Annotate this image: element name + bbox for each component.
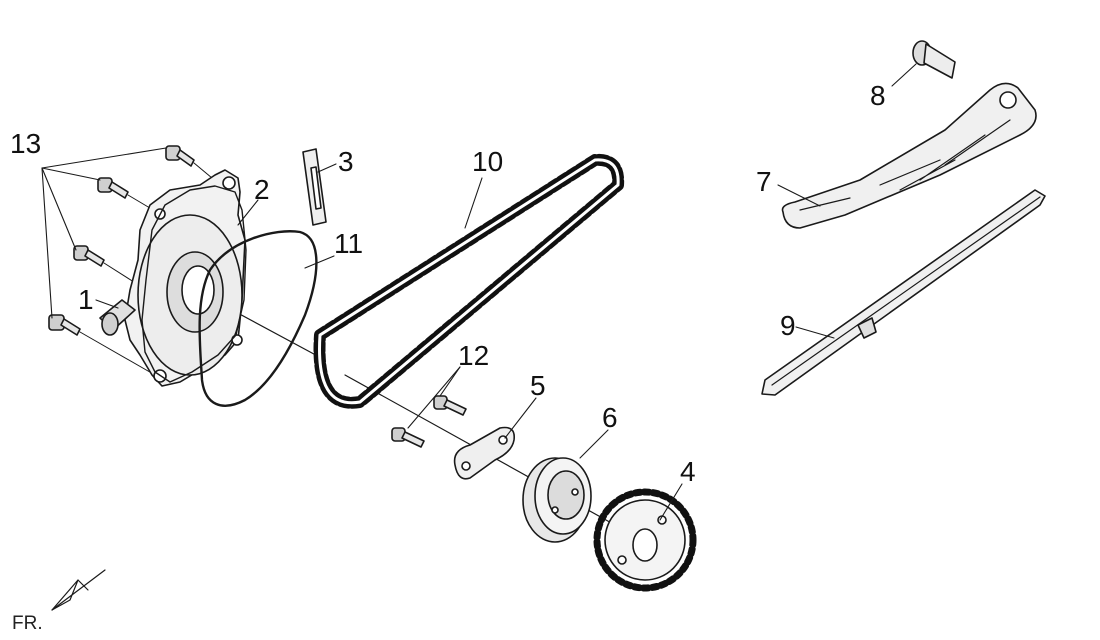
leader-3	[317, 163, 337, 173]
leader-8	[891, 63, 917, 87]
tensioner-arm-7	[781, 82, 1037, 229]
leader-13-a	[41, 147, 167, 169]
drive-chain-10	[313, 153, 625, 409]
o-ring-11	[198, 230, 318, 407]
bolt-13d	[48, 314, 81, 336]
callout-12: 12	[458, 340, 490, 371]
cam-sprocket-4	[593, 488, 697, 592]
callout-8: 8	[870, 80, 886, 111]
leader-9	[795, 326, 835, 339]
leader-13-b	[41, 167, 101, 181]
leader-2	[237, 199, 259, 226]
front-direction-arrow-icon	[51, 569, 106, 611]
bolt-12a	[433, 395, 467, 416]
leader-13-d	[41, 167, 53, 319]
leader-10	[464, 177, 483, 229]
bolt-axis-13a	[193, 162, 213, 179]
callout-4: 4	[680, 456, 696, 487]
callout-10: 10	[472, 146, 504, 177]
leader-12-a	[407, 366, 461, 429]
guide-rail-9	[761, 189, 1046, 396]
leader-11	[304, 255, 335, 269]
callout-13: 13	[10, 128, 42, 159]
gasket-2	[141, 185, 247, 383]
callout-9: 9	[780, 310, 796, 341]
bolt-13b	[97, 177, 129, 199]
callout-5: 5	[530, 370, 546, 401]
retainer-plate-5	[453, 426, 516, 480]
callout-1: 1	[78, 284, 94, 315]
front-direction-label: FR.	[12, 613, 43, 634]
callout-2: 2	[254, 174, 270, 205]
bolt-13a	[165, 145, 195, 167]
callout-7: 7	[756, 166, 772, 197]
bolt-12b	[391, 427, 425, 448]
shim-plate-3	[302, 148, 327, 226]
leader-12-b	[439, 366, 461, 397]
leader-13-c	[41, 167, 77, 251]
leader-1	[95, 299, 119, 309]
callout-11: 11	[334, 228, 364, 259]
pivot-bolt-8	[912, 40, 956, 79]
leader-5	[504, 397, 537, 439]
callout-3: 3	[338, 146, 354, 177]
leader-6	[579, 429, 609, 459]
housing-cover-1	[99, 169, 246, 387]
bolt-13c	[73, 245, 105, 267]
callout-6: 6	[602, 402, 618, 433]
leader-4	[659, 483, 683, 521]
sprocket-hub-6	[522, 457, 592, 543]
bolt-axis-13c	[103, 262, 138, 285]
bolt-axis-13d	[79, 331, 156, 376]
leader-7	[777, 184, 821, 207]
